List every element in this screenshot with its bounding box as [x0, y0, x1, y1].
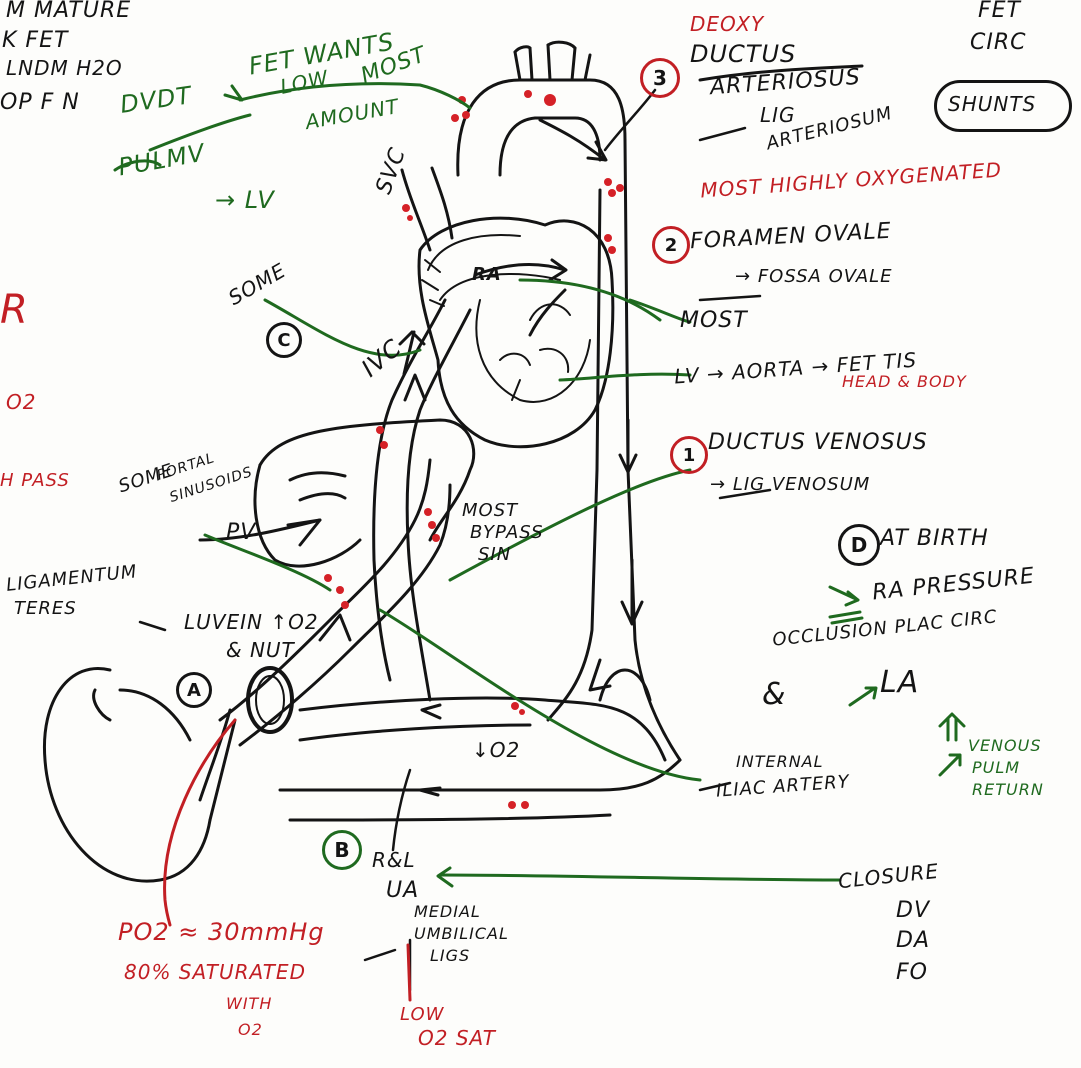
luvein-label: LUVEIN ↑O2: [184, 612, 319, 632]
red-bypass-fragment: H PASS: [0, 472, 70, 490]
head-body-label: HEAD & BODY: [842, 374, 967, 390]
amp-label: &: [762, 680, 786, 710]
po2-label: PO2 ≈ 30mmHg: [118, 920, 325, 944]
at-birth-label: AT BIRTH: [880, 528, 989, 550]
medial-3: LIGS: [430, 948, 470, 964]
pv-label: PV: [226, 522, 256, 544]
internal-iliac-1: INTERNAL: [736, 754, 824, 770]
iliac-arrow: [590, 660, 610, 690]
fossa-ovale-text: FOSSA OVALE: [758, 266, 893, 287]
sat-1: 80% SATURATED: [124, 962, 306, 982]
note-fet: K FET: [2, 30, 68, 52]
low-o2-2: O2 SAT: [418, 1028, 496, 1048]
ra-label: RA: [472, 266, 502, 284]
lv-text: LV: [245, 186, 275, 214]
shunt-1-badge: 1: [670, 436, 708, 474]
deoxy-label: DEOXY: [690, 14, 764, 34]
fet-circ-title-1: FET: [978, 0, 1021, 22]
ra-flow-arrowhead: [550, 260, 566, 280]
umbilical-cord-ring-inner: [256, 676, 284, 724]
red-o2-fragment: O2: [6, 392, 36, 412]
note-op: OP F N: [0, 92, 80, 114]
most-bypass-2: BYPASS: [470, 524, 544, 542]
a-badge: A: [176, 672, 212, 708]
b-text: B: [334, 838, 349, 862]
medial-1: MEDIAL: [414, 904, 481, 920]
c-text: C: [277, 330, 290, 351]
arrow-glyph: →: [215, 186, 236, 214]
venous-3: RETURN: [972, 782, 1044, 798]
lig-venosum-text: LIG VENOSUM: [733, 474, 870, 495]
down-o2-label: ↓O2: [472, 740, 520, 760]
lig-arteriosum-line1: LIG: [760, 105, 796, 125]
closure-fo: FO: [896, 962, 928, 984]
rl-ua-1: R&L: [372, 850, 416, 870]
note-mature: M MATURE: [6, 0, 131, 22]
shunt-3-number: 3: [653, 66, 667, 90]
ivc-arrow-up: [405, 375, 425, 400]
medial-2: UMBILICAL: [414, 926, 509, 942]
most-bypass-3: SIN: [478, 546, 511, 564]
note-arrow-lv: → LV: [215, 188, 275, 212]
note-lndm: LNDM H2O: [6, 58, 123, 78]
sat-2: WITH: [226, 996, 272, 1012]
d-text: D: [851, 533, 868, 557]
shunt-1-number: 1: [683, 445, 696, 466]
rl-ua-2: UA: [386, 880, 419, 902]
c-badge: C: [266, 322, 302, 358]
shunt-3-badge: 3: [640, 58, 680, 98]
low-o2-1: LOW: [400, 1006, 444, 1024]
shunts-label: SHUNTS: [948, 94, 1036, 114]
red-r-fragment: R: [0, 290, 29, 330]
shunt-2-badge: 2: [652, 226, 690, 264]
lig-venosum-label: → LIG VENOSUM: [710, 476, 870, 494]
lig-teres-2: TERES: [14, 600, 77, 618]
closure-dv: DV: [896, 900, 930, 922]
a-text: A: [187, 680, 201, 701]
heart-outline: [419, 218, 613, 447]
ductus-venosus-label: DUCTUS VENOSUS: [708, 432, 928, 454]
la-label: LA: [880, 668, 919, 698]
fet-circ-title-2: CIRC: [970, 32, 1027, 54]
sat-3: O2: [238, 1022, 263, 1038]
closure-da: DA: [896, 930, 930, 952]
shunt-2-number: 2: [665, 235, 678, 256]
red-leader-line: [165, 720, 235, 925]
fossa-ovale-label: → FOSSA OVALE: [735, 268, 893, 286]
venous-1: VENOUS: [968, 738, 1041, 754]
ductus-arteriosus-line1: DUCTUS: [690, 42, 796, 66]
d-badge: D: [838, 524, 880, 566]
most-label: MOST: [680, 310, 748, 332]
red-leader-line-2: [408, 945, 410, 1000]
b-badge: B: [322, 830, 362, 870]
nut-label: & NUT: [226, 640, 295, 660]
most-bypass-1: MOST: [462, 502, 518, 520]
ductus-arteriosus-vessel: [540, 120, 605, 160]
venous-2: PULM: [972, 760, 1020, 776]
